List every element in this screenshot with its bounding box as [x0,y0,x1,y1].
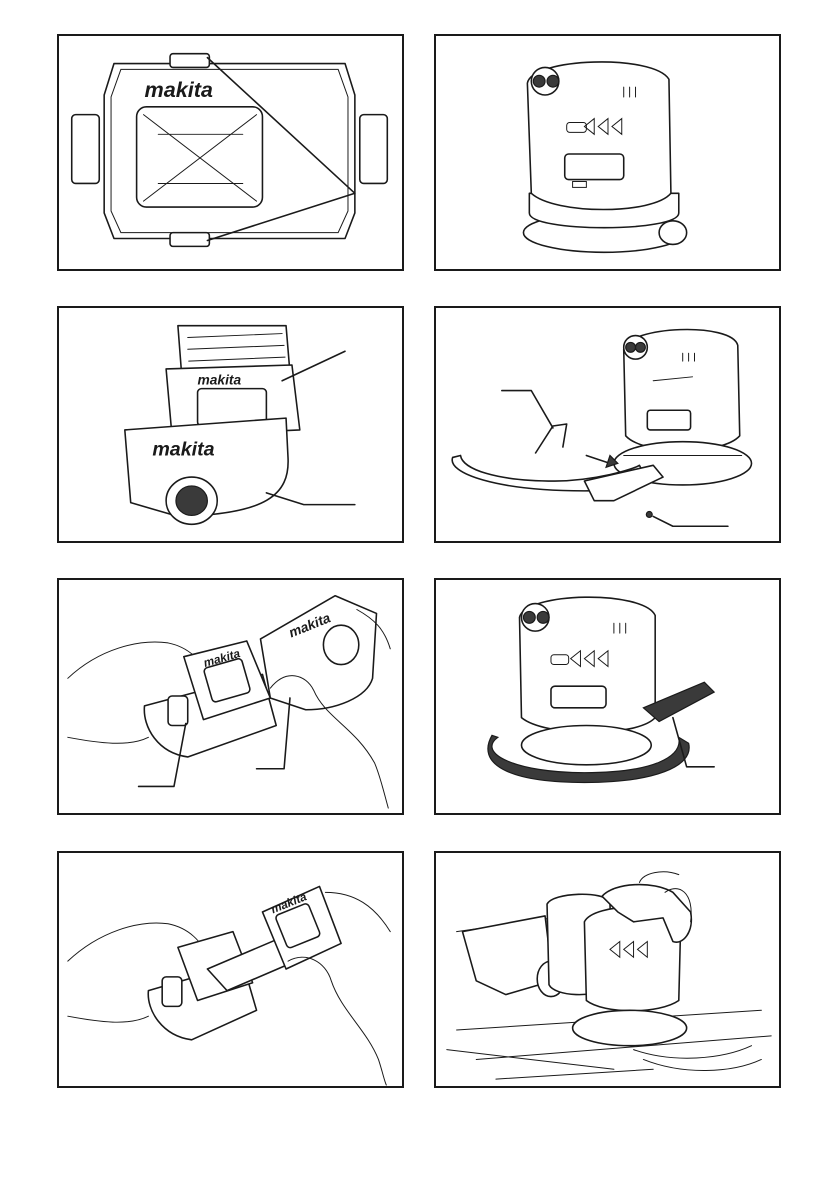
figure-4-nozzle-attachment [434,306,781,543]
dust-port [659,221,687,245]
bag-emptying-illustration: makita [59,853,402,1086]
makita-logo: makita [144,77,212,102]
dust-bag-assembly-illustration: makita makita [59,308,402,541]
dust-bag-frame-illustration: makita [59,36,402,269]
release-latch [162,977,182,1006]
top-latch [170,54,209,68]
release-latch [168,696,188,725]
sander-in-use-illustration [436,853,779,1086]
figure-8-sander-in-use [434,851,781,1088]
figure-3-dust-bag-assembly: makita makita [57,306,404,543]
bag-removal-illustration: makita makita [59,580,402,813]
figure-7-bag-emptying: makita [57,851,404,1088]
sander-illustration [436,36,779,269]
right-clip [360,115,388,184]
left-clip [72,115,100,184]
makita-logo-frame: makita [198,373,242,388]
figure-2-sander-body [434,34,781,271]
figure-6-sander-with-nozzle [434,578,781,815]
nozzle-attachment-illustration [436,308,779,541]
figure-5-bag-removal: makita makita [57,578,404,815]
figure-1-dust-bag-frame: makita [57,34,404,271]
makita-logo-box: makita [152,438,214,460]
sander-with-nozzle-illustration [436,580,779,813]
bottom-latch [170,233,209,247]
screw [646,512,652,518]
